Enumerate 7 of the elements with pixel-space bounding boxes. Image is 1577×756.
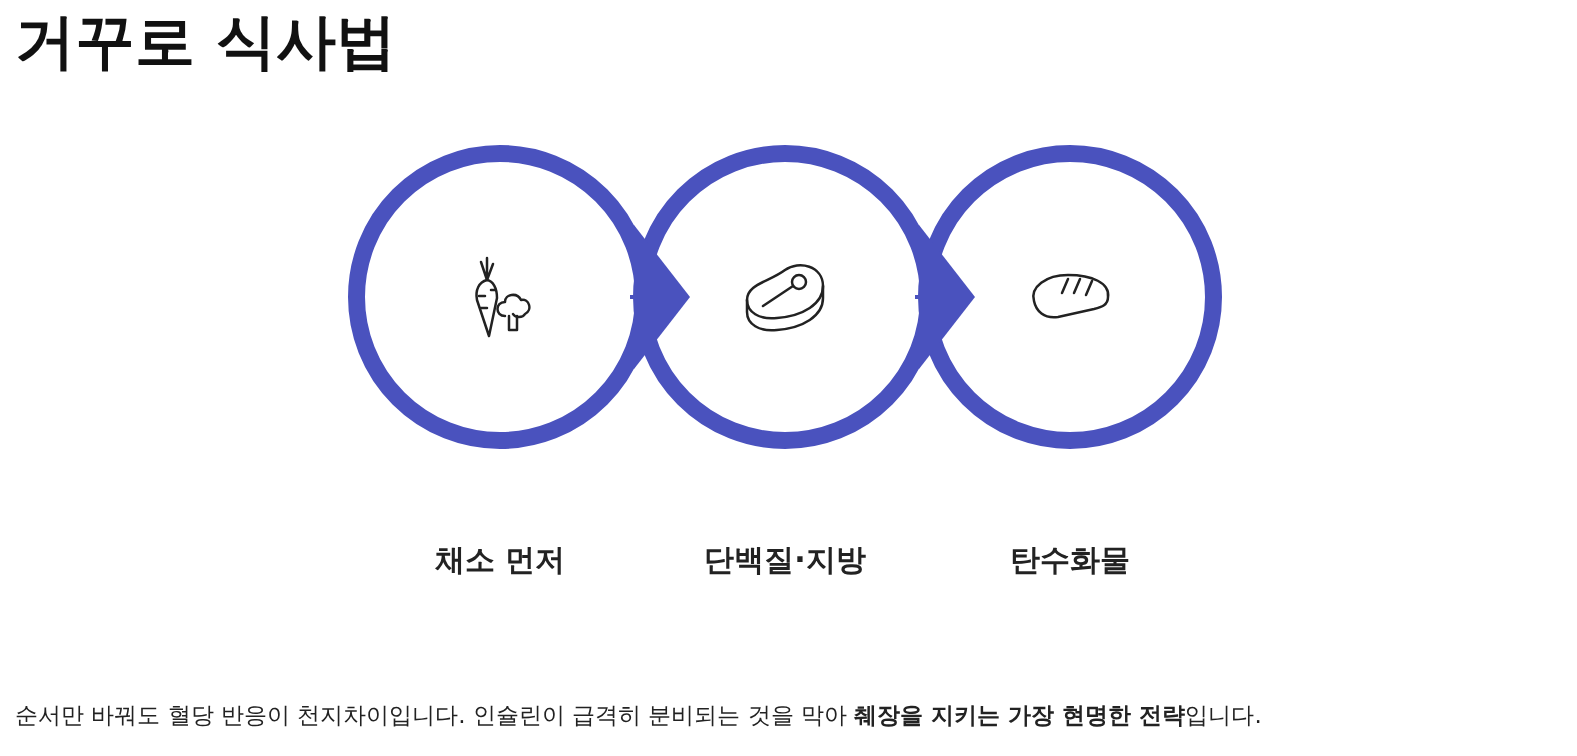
chevron-arrow <box>630 225 690 369</box>
chevron-arrow <box>915 225 975 369</box>
page-title: 거꾸로 식사법 <box>15 5 396 78</box>
step-label: 탄수화물 <box>1009 541 1131 579</box>
caption-text: 순서만 바꿔도 혈당 반응이 천지차이입니다. 인슐린이 급격히 분비되는 것을 막아 췌장을 지키는 가장 현명한 전략입니다. <box>15 701 1262 730</box>
step-label: 단백질·지방 <box>703 541 867 579</box>
step-label: 채소 먼저 <box>433 541 567 579</box>
